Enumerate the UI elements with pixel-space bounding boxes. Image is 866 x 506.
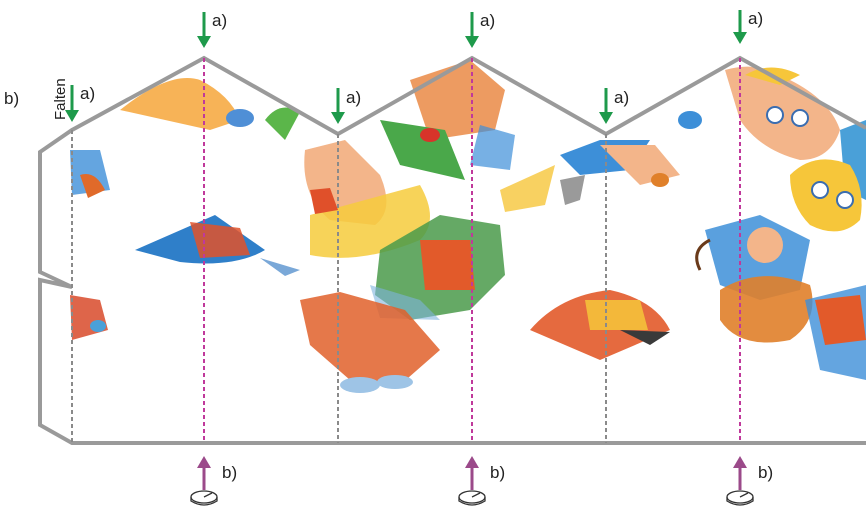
child-clothes-piece — [300, 292, 440, 385]
arrow-up-icon — [465, 456, 479, 490]
arrow-down-icon — [65, 85, 79, 122]
illustration-layer — [70, 60, 866, 393]
rain-boots-piece — [420, 240, 475, 290]
spinner-base-icon — [458, 490, 486, 506]
down-arrows — [65, 10, 747, 124]
umbrella-icon — [720, 276, 813, 343]
arrow-up-icon — [197, 456, 211, 490]
child-face-piece — [747, 227, 783, 263]
label-b: b) — [758, 463, 773, 482]
fold-label: Falten — [52, 78, 69, 120]
flower-icon — [470, 125, 515, 170]
spinner-base-icon — [190, 490, 218, 506]
child-clothes-piece — [70, 295, 108, 340]
leaf-icon — [265, 107, 300, 140]
shoe-piece — [340, 377, 380, 393]
up-arrows — [197, 456, 747, 490]
spinner-bases — [190, 490, 754, 506]
label-a: a) — [80, 84, 95, 103]
child-hair-piece — [190, 222, 250, 258]
flower-icon — [90, 320, 106, 332]
eye-piece — [766, 106, 784, 124]
shoe-piece — [377, 375, 413, 389]
child-hair-piece — [815, 295, 866, 345]
label-b: b) — [222, 463, 237, 482]
flower-icon — [420, 128, 440, 142]
arrow-down-icon — [465, 12, 479, 48]
eye-piece — [811, 181, 829, 199]
umbrella-icon — [585, 300, 648, 330]
bucket-icon — [310, 188, 338, 214]
butterfly-icon — [226, 109, 254, 127]
eye-piece — [836, 191, 854, 209]
label-a: a) — [480, 11, 495, 30]
arrow-down-icon — [331, 88, 345, 124]
sand-piece — [500, 165, 555, 212]
spinner-base-icon — [726, 490, 754, 506]
arrow-down-icon — [599, 88, 613, 124]
umbrella-icon — [620, 330, 670, 345]
shovel-piece — [560, 175, 585, 205]
shadow-piece — [260, 258, 300, 276]
label-a: a) — [748, 9, 763, 28]
grass-piece — [380, 120, 465, 180]
butterfly-icon — [678, 111, 702, 129]
label-a: a) — [346, 88, 361, 107]
child-hair-piece — [120, 78, 240, 130]
label-a: a) — [614, 88, 629, 107]
label-b: b) — [490, 463, 505, 482]
fold-lines — [71, 130, 607, 443]
arrow-up-icon — [733, 456, 747, 490]
arrow-down-icon — [733, 10, 747, 44]
arrow-down-icon — [197, 12, 211, 48]
butterfly-icon — [651, 173, 669, 187]
butterfly-icon — [80, 174, 105, 198]
template-outline — [38, 55, 866, 445]
center-lines — [203, 58, 741, 443]
label-a: a) — [212, 11, 227, 30]
umbrella-icon — [695, 238, 711, 271]
eye-piece — [791, 109, 809, 127]
label-b-side: b) — [4, 89, 19, 108]
